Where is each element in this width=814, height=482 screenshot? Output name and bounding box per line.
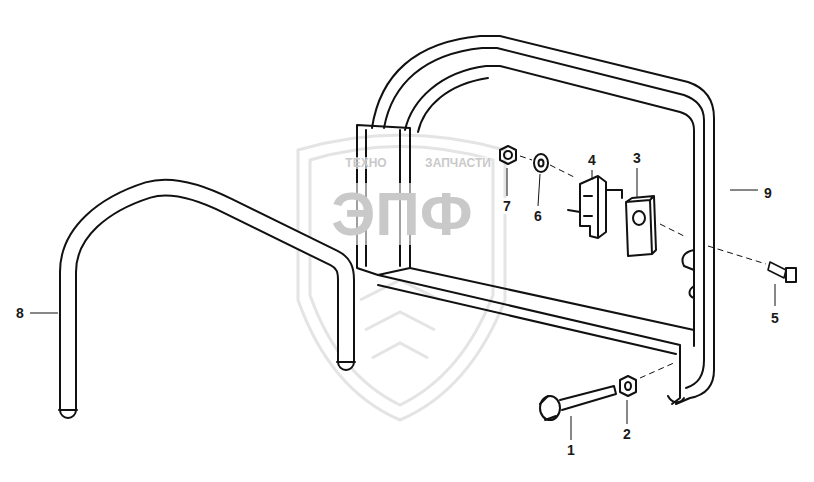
callout-number: 9 — [762, 185, 774, 201]
tube-bracket — [59, 188, 355, 410]
callout-number: 5 — [769, 310, 781, 326]
callout-number: 8 — [14, 305, 26, 321]
mounting-plate — [626, 196, 656, 256]
leader-line — [30, 168, 775, 440]
assembly-line — [520, 156, 766, 378]
callout-number: 7 — [501, 198, 513, 214]
nut — [500, 146, 516, 164]
watermark-text: ЭПФ — [331, 183, 473, 245]
watermark-shield — [298, 135, 505, 420]
washer — [534, 154, 548, 172]
watermark-text: ТЕХНО — [345, 157, 386, 169]
callout-number: 4 — [586, 152, 598, 168]
callout-number: 3 — [631, 150, 643, 166]
nut — [620, 376, 636, 396]
callout-number: 1 — [565, 442, 577, 458]
bolt — [540, 386, 616, 420]
watermark-text: ЗАПЧАСТИ — [425, 157, 491, 169]
callout-number: 6 — [532, 208, 544, 224]
callout-number: 2 — [621, 426, 633, 442]
latch-bracket — [568, 176, 622, 238]
bolt — [768, 262, 796, 282]
